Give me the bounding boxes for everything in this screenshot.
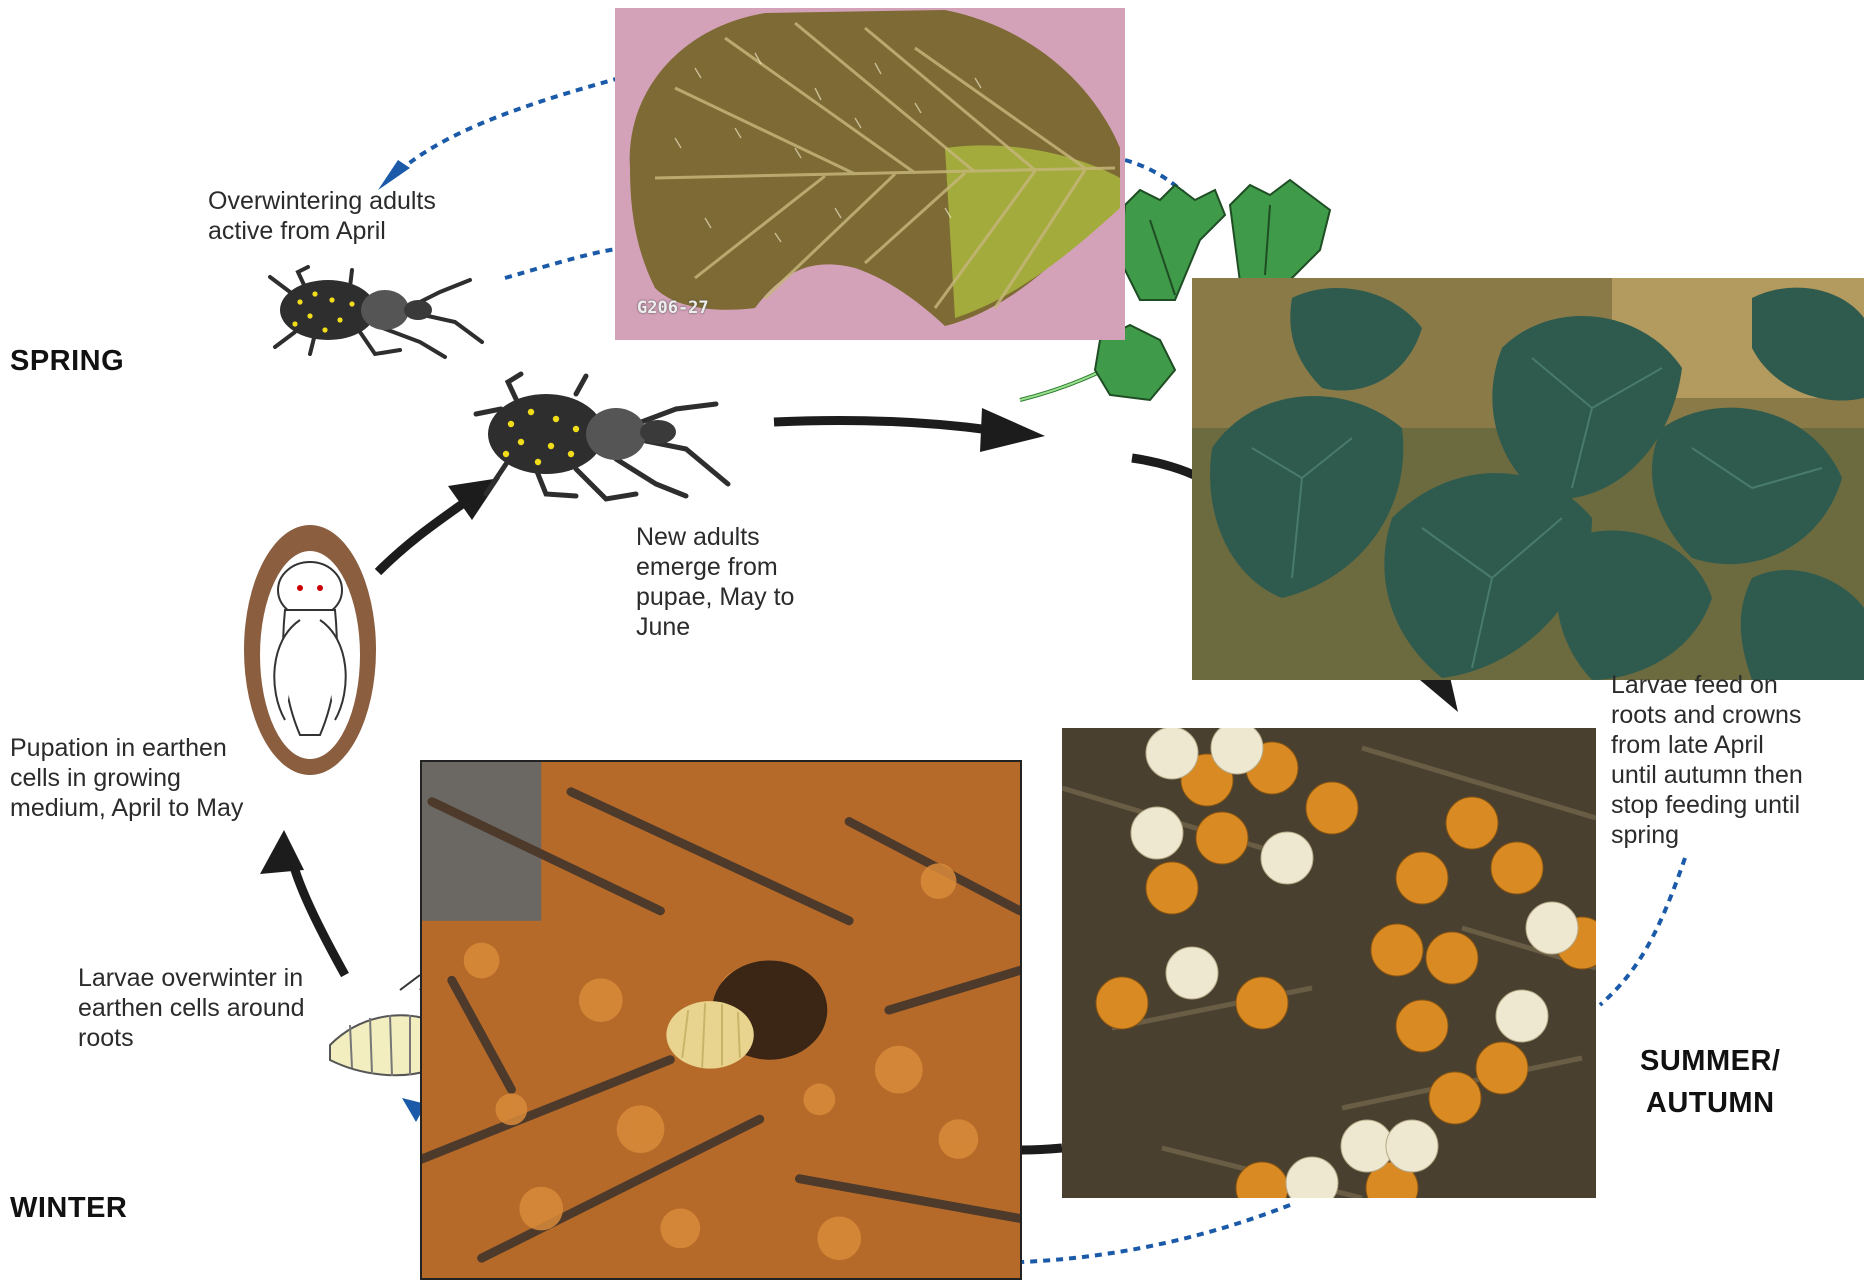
label-larvae-feed: Larvae feed on roots and crowns from lat… (1611, 670, 1803, 850)
arrowhead-larva-to-pupa (260, 830, 304, 874)
season-winter: WINTER (10, 1192, 127, 1225)
weevil-icon (270, 267, 482, 357)
photo-leaf-notching-damage: G206-27 (615, 8, 1125, 340)
arrow-adult-to-plant (774, 420, 990, 430)
dashed-arrow-top (392, 78, 620, 178)
label-overwintering-adults: Overwintering adults active from April (208, 186, 436, 246)
arrow-pupa-to-adult (378, 500, 468, 572)
photo-strawberry-plants (1192, 278, 1864, 680)
dashed-arrow-bottom (1022, 1205, 1290, 1262)
pupa-icon (244, 525, 376, 775)
photo-larva-in-soil (420, 760, 1022, 1280)
arrowhead-adult-to-plant (980, 408, 1045, 452)
dashed-arrow-right (1600, 858, 1685, 1005)
weevil-icon (476, 374, 728, 499)
label-new-adults: New adults emerge from pupae, May to Jun… (636, 522, 794, 642)
dashed-line-mid (505, 248, 625, 278)
photo-weevil-eggs (1062, 728, 1596, 1198)
label-larvae-overwinter: Larvae overwinter in earthen cells aroun… (78, 963, 305, 1053)
season-spring: SPRING (10, 345, 124, 378)
season-summer-autumn: SUMMER/ AUTUMN (1640, 1040, 1780, 1124)
arrow-plant-down (1132, 458, 1200, 478)
arrow-larva-to-pupa (292, 860, 345, 975)
arrow-eggs-to-winter (1022, 1148, 1062, 1150)
label-pupation: Pupation in earthen cells in growing med… (10, 733, 243, 823)
photo-code-label: G206-27 (637, 298, 709, 318)
